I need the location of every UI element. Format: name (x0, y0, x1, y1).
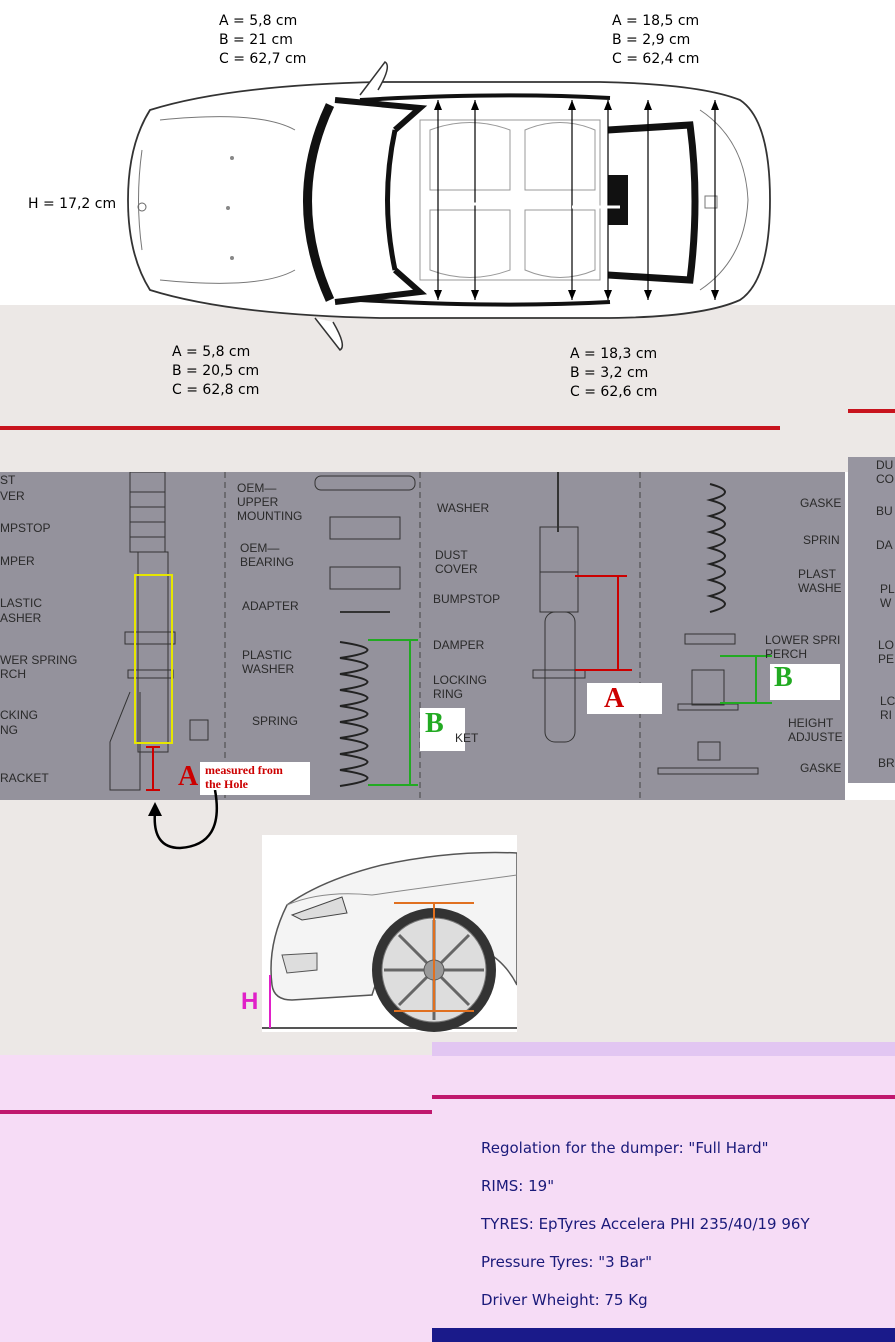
measurement-b: B = 2,9 cm (612, 32, 691, 48)
svg-text:RACKET: RACKET (0, 771, 49, 785)
svg-text:DAMPER: DAMPER (433, 638, 485, 652)
svg-text:PERCH: PERCH (765, 647, 807, 661)
svg-text:GASKE: GASKE (800, 496, 841, 510)
measurement-a: A = 5,8 cm (172, 344, 251, 360)
svg-text:OEM—: OEM— (240, 541, 279, 555)
info-tyres: TYRES: EpTyres Accelera PHI 235/40/19 96… (481, 1215, 810, 1233)
svg-text:ADAPTER: ADAPTER (242, 599, 299, 613)
info-dumper-regulation: Regolation for the dumper: "Full Hard" (481, 1139, 769, 1157)
front-right-measurements: A = 18,5 cm B = 2,9 cm C = 62,4 cm (612, 12, 699, 69)
svg-text:RCH: RCH (0, 667, 26, 681)
svg-text:UPPER: UPPER (237, 495, 279, 509)
front-left-measurements: A = 5,8 cm B = 21 cm C = 62,7 cm (219, 12, 306, 69)
svg-text:LOWER SPRI: LOWER SPRI (765, 633, 840, 647)
info-right-panel (432, 1042, 895, 1332)
measurement-a: A = 18,5 cm (612, 13, 700, 29)
info-right-header-strip (432, 1042, 895, 1056)
top-band-background (0, 305, 895, 430)
measurement-c: C = 62,6 cm (570, 384, 658, 400)
svg-text:MPSTOP: MPSTOP (0, 521, 50, 535)
svg-text:MPER: MPER (0, 554, 35, 568)
mid-band-background (0, 430, 895, 472)
svg-text:RING: RING (433, 687, 463, 701)
pink-divider-left (0, 1110, 432, 1114)
svg-text:VER: VER (0, 489, 25, 503)
svg-text:BR: BR (878, 756, 895, 770)
rear-right-measurements: A = 18,3 cm B = 3,2 cm C = 62,6 cm (570, 345, 657, 402)
info-tyre-pressure: Pressure Tyres: "3 Bar" (481, 1253, 652, 1271)
car-front-view-drawing (262, 835, 517, 1032)
footer-bar (432, 1328, 895, 1342)
label-b-right: B (774, 662, 793, 693)
measurement-b: B = 20,5 cm (172, 363, 260, 379)
curved-arrow-icon (148, 790, 219, 850)
svg-text:OEM—: OEM— (237, 481, 276, 495)
svg-text:WASHER: WASHER (437, 501, 490, 515)
measurement-c: C = 62,4 cm (612, 51, 700, 67)
coilover-manual-diagram: ST VER MPSTOP MPER LASTIC ASHER WER SPRI… (0, 472, 845, 800)
svg-text:ST: ST (0, 473, 16, 487)
info-rims: RIMS: 19" (481, 1177, 555, 1195)
measured-note-line1: measured from (205, 763, 283, 777)
measurement-b: B = 21 cm (219, 32, 293, 48)
svg-text:BUMPSTOP: BUMPSTOP (433, 592, 500, 606)
svg-text:HEIGHT: HEIGHT (788, 716, 834, 730)
label-b-middle: B (425, 708, 444, 739)
svg-text:PLAST: PLAST (798, 567, 837, 581)
height-measurement: H = 17,2 cm (28, 196, 117, 212)
svg-text:MOUNTING: MOUNTING (237, 509, 302, 523)
label-a-right: A (604, 683, 625, 714)
measurement-b: B = 3,2 cm (570, 365, 649, 381)
label-h: H (241, 988, 259, 1015)
svg-text:LC: LC (880, 694, 895, 708)
svg-text:BEARING: BEARING (240, 555, 294, 569)
svg-text:DU: DU (876, 458, 893, 472)
measured-note-box: measured from the Hole (200, 762, 310, 795)
svg-text:WASHE: WASHE (798, 581, 842, 595)
svg-text:DA: DA (876, 538, 893, 552)
svg-text:KET: KET (455, 731, 479, 745)
info-driver-weight: Driver Wheight: 75 Kg (481, 1291, 648, 1309)
manual-labels-edge: DU CO BU DA PL W LO PE LC RI BR (876, 458, 895, 770)
red-divider-right (848, 409, 895, 413)
svg-text:COVER: COVER (435, 562, 478, 576)
measurement-a: A = 5,8 cm (219, 13, 298, 29)
svg-text:LOCKING: LOCKING (433, 673, 487, 687)
label-a-left: A (178, 761, 199, 792)
manual-labels-right: WASHER DUST COVER BUMPSTOP DAMPER LOCKIN… (433, 501, 500, 745)
svg-text:PL: PL (880, 582, 895, 596)
svg-text:GASKE: GASKE (800, 761, 841, 775)
svg-text:WER SPRING: WER SPRING (0, 653, 77, 667)
manual-labels-middle: OEM— UPPER MOUNTING OEM— BEARING ADAPTER… (237, 481, 302, 728)
manual-labels-left: ST VER MPSTOP MPER LASTIC ASHER WER SPRI… (0, 473, 77, 785)
svg-text:WASHER: WASHER (242, 662, 295, 676)
svg-text:LO: LO (878, 638, 894, 652)
svg-text:LASTIC: LASTIC (0, 596, 42, 610)
svg-text:CKING: CKING (0, 708, 38, 722)
svg-text:PLASTIC: PLASTIC (242, 648, 292, 662)
pink-divider-right (432, 1095, 895, 1099)
svg-text:RI: RI (880, 708, 892, 722)
svg-text:ASHER: ASHER (0, 611, 42, 625)
svg-text:BU: BU (876, 504, 893, 518)
diagram-edge-strip: DU CO BU DA PL W LO PE LC RI BR (848, 457, 895, 783)
info-left-panel (0, 1055, 432, 1342)
measurement-c: C = 62,7 cm (219, 51, 307, 67)
svg-text:ADJUSTE: ADJUSTE (788, 730, 843, 744)
svg-text:SPRIN: SPRIN (803, 533, 840, 547)
measurement-a: A = 18,3 cm (570, 346, 658, 362)
measured-note-line2: the Hole (205, 777, 248, 791)
svg-text:SPRING: SPRING (252, 714, 298, 728)
svg-text:NG: NG (0, 723, 18, 737)
red-divider (0, 426, 780, 430)
manual-labels-far-right: GASKE SPRIN PLAST WASHE LOWER SPRI PERCH… (765, 496, 843, 775)
svg-text:PE: PE (878, 652, 894, 666)
svg-text:W: W (880, 596, 892, 610)
rear-left-measurements: A = 5,8 cm B = 20,5 cm C = 62,8 cm (172, 343, 259, 400)
measurement-c: C = 62,8 cm (172, 382, 260, 398)
svg-text:DUST: DUST (435, 548, 468, 562)
car-top-view-drawing (127, 61, 771, 351)
svg-text:CO: CO (876, 472, 894, 486)
